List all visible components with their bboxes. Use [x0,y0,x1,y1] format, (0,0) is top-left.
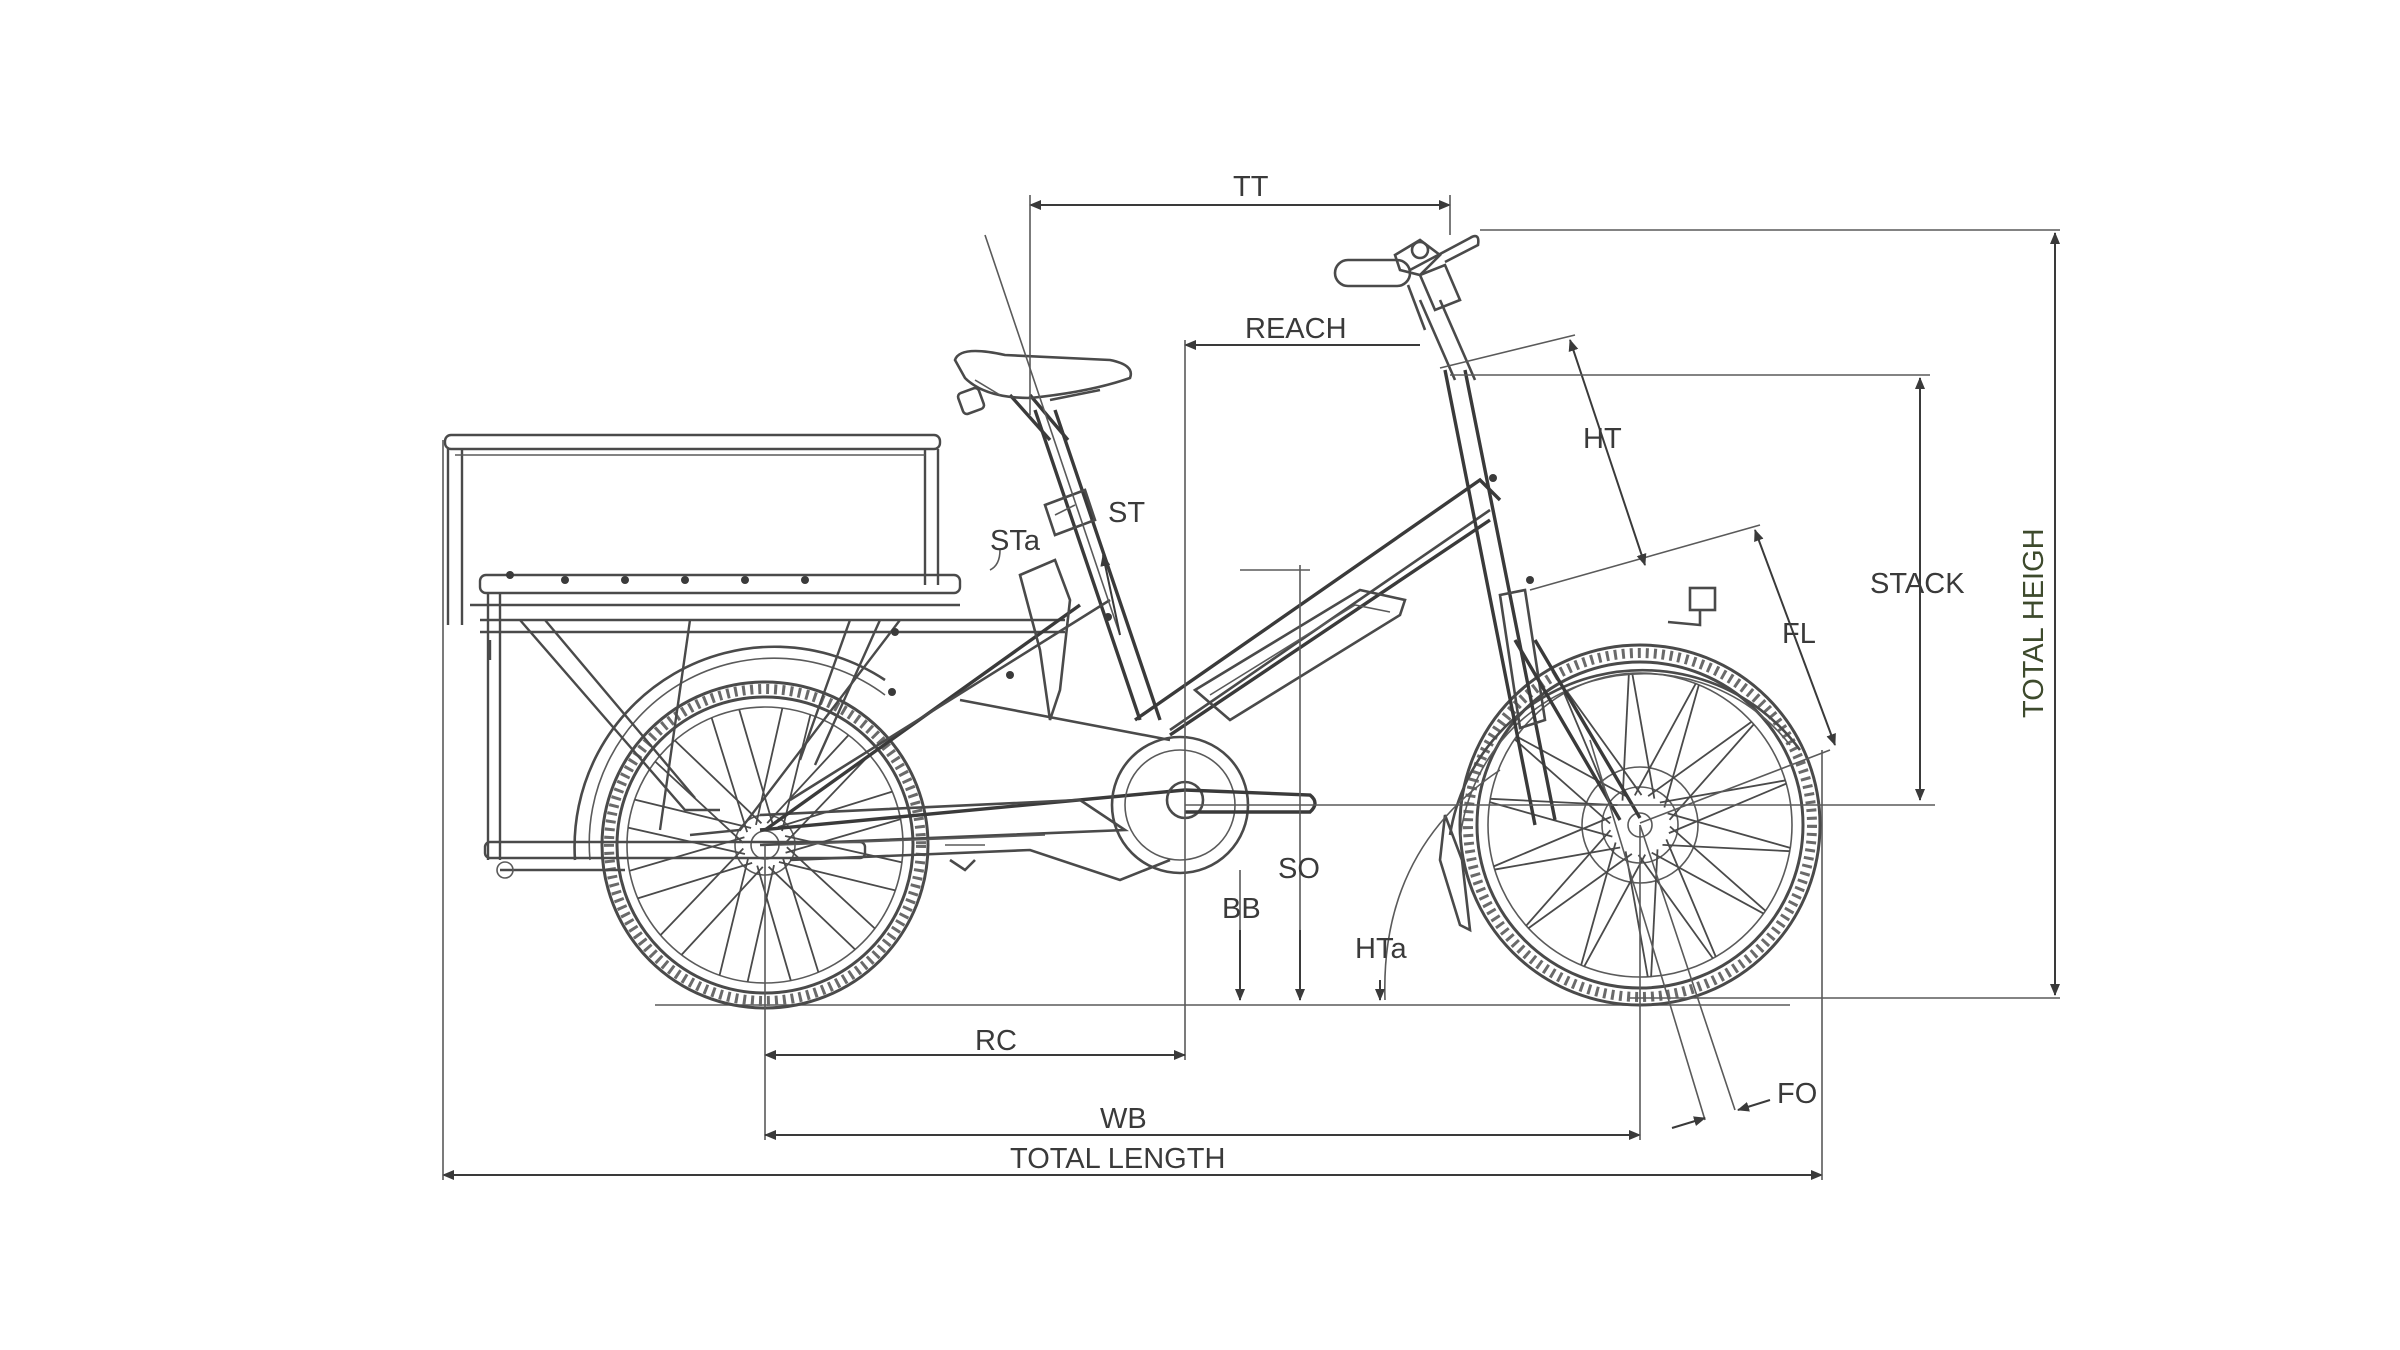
label-sta: STa [990,525,1041,557]
cargo-bike-drawing [443,234,1822,1010]
spoke [1516,735,1629,799]
spoke [1665,839,1717,958]
mud-flap [1438,814,1472,933]
spoke [1662,843,1790,853]
spoke [1493,816,1612,868]
spoke [1663,684,1700,808]
dimension-lines [442,195,2060,1180]
spoke [766,734,850,824]
battery [1192,588,1407,722]
spoke [1489,801,1613,838]
spoke [634,798,752,829]
crank-arm [1184,788,1317,814]
spoke [1490,797,1618,807]
saddle [953,349,1133,442]
label-fl: FL [1782,618,1816,650]
spoke [1668,723,1755,821]
spoke [1583,854,1646,967]
spoke [674,739,763,824]
spoke [777,790,893,829]
spoke [746,864,775,983]
spoke [785,818,901,854]
spoke [654,760,744,844]
spoke [1637,854,1714,959]
spoke [680,866,764,956]
front-fender [1448,668,1802,836]
spoke [1566,691,1643,796]
spoke [756,865,792,981]
spoke [1647,721,1753,797]
cockpit [1333,234,1717,826]
spoke [718,858,749,976]
spoke [1650,849,1659,977]
label-tt: TT [1233,171,1269,203]
label-so: SO [1278,853,1320,885]
label-wb: WB [1100,1103,1147,1135]
spoke [637,861,753,900]
label-stack: STACK [1870,568,1965,600]
label-st: ST [1108,497,1145,529]
spoke [1580,842,1617,966]
spoke [778,861,896,892]
bike-frame [759,409,1534,882]
label-reach: REACH [1245,313,1347,345]
spoke [1631,673,1656,799]
spoke [1513,738,1611,825]
rear-cargo-rack [443,433,1065,879]
spoke [1651,851,1764,915]
spoke [659,847,744,936]
spoke [1667,812,1791,849]
label-rc: RC [975,1025,1017,1057]
label-total-height: TOTAL HEIGH [2018,528,2050,718]
label-total-length: TOTAL LENGTH [1010,1143,1225,1175]
label-fo: FO [1777,1078,1817,1110]
headlight [1688,586,1717,612]
label-hta: HTa [1355,933,1407,965]
spoke [1621,673,1630,801]
spoke [1634,683,1697,796]
spoke [767,866,856,951]
dimension-labels: TT REACH HT STACK TOTAL HEIGH ST STa FL … [975,171,2050,1175]
label-ht: HT [1583,423,1622,455]
spoke [781,857,820,973]
label-bb: BB [1222,893,1261,925]
spoke [710,717,749,833]
spoke [738,709,774,825]
spoke [755,707,784,826]
spoke [1525,829,1612,927]
spoke [1494,846,1621,871]
spoke [786,754,871,843]
fork [1498,588,1547,730]
spoke [784,835,903,864]
spoke [1527,853,1633,929]
spoke [781,714,812,832]
spoke [1669,825,1767,912]
spoke [1668,782,1787,834]
